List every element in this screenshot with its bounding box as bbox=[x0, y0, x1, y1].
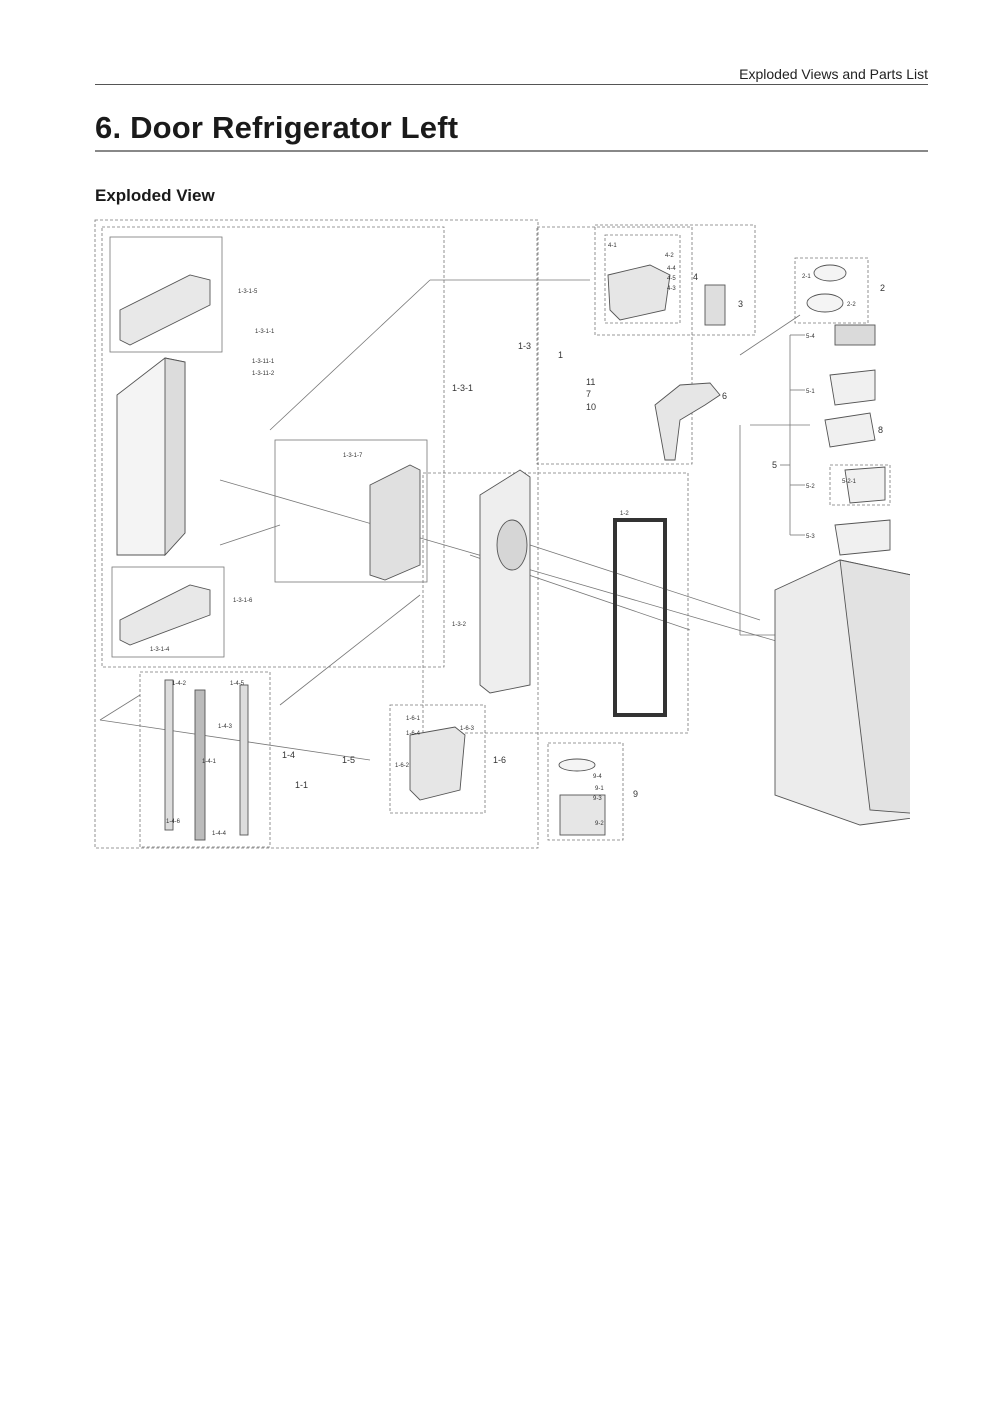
refrigerator-back bbox=[839, 559, 910, 814]
filter-9 bbox=[559, 794, 606, 836]
detail-4-inner-box bbox=[604, 234, 681, 324]
funnel-1-6 bbox=[409, 726, 466, 801]
strip-1-4-b bbox=[194, 689, 206, 841]
callout-1-6-3: 1-6-3 bbox=[460, 726, 475, 732]
detail-1-3-1-6-box bbox=[111, 566, 225, 658]
callout-5-1: 5-1 bbox=[806, 389, 815, 395]
running-header: Exploded Views and Parts List bbox=[739, 66, 928, 82]
callout-1-1: 1-1 bbox=[295, 780, 308, 790]
callout-1-3-11-1: 1-3-11-1 bbox=[252, 359, 275, 365]
callout-1-3-1-6: 1-3-1-6 bbox=[233, 598, 253, 604]
callout-8: 8 bbox=[878, 425, 883, 435]
cap-2-2 bbox=[806, 293, 844, 313]
callout-5-2-1: 5-2-1 bbox=[842, 479, 857, 485]
dispenser-module bbox=[369, 464, 421, 581]
callout-7: 7 bbox=[586, 389, 591, 399]
section-title: Exploded View bbox=[95, 186, 215, 205]
door-liner bbox=[479, 469, 531, 694]
title-rule bbox=[95, 150, 928, 152]
assembly-1-1-box bbox=[422, 472, 689, 734]
header-rule bbox=[95, 84, 928, 85]
assembly-1-box bbox=[94, 219, 539, 849]
callout-1-3: 1-3 bbox=[518, 341, 531, 351]
callout-1-4-6: 1-4-6 bbox=[166, 819, 181, 825]
cap-2-1 bbox=[813, 264, 847, 282]
callout-4-2: 4-2 bbox=[665, 253, 674, 259]
bin-5-2 bbox=[844, 466, 886, 504]
callout-9-1: 9-1 bbox=[595, 786, 604, 792]
detail-1-3-1-7-box bbox=[274, 439, 428, 583]
assembly-9-box bbox=[547, 742, 624, 841]
cover-4 bbox=[607, 264, 671, 321]
callout-1-4-3: 1-4-3 bbox=[218, 724, 233, 730]
callout-1-6-1: 1-6-1 bbox=[406, 716, 421, 722]
door-gasket bbox=[613, 518, 667, 717]
bin-8 bbox=[824, 412, 876, 448]
strip-1-4-a bbox=[164, 679, 174, 831]
callout-1-3-1-5: 1-3-1-5 bbox=[238, 289, 258, 295]
callout-3: 3 bbox=[738, 299, 743, 309]
callout-5-2: 5-2 bbox=[806, 484, 815, 490]
callout-5: 5 bbox=[772, 460, 777, 470]
bin-5-3 bbox=[834, 519, 891, 556]
callout-1-6-4: 1-6-4 bbox=[406, 731, 421, 737]
callout-6: 6 bbox=[722, 391, 727, 401]
callout-2: 2 bbox=[880, 283, 885, 293]
callout-1-3-1-4: 1-3-1-4 bbox=[150, 647, 170, 653]
callout-4-5: 4-5 bbox=[667, 276, 676, 282]
callout-1-3-1: 1-3-1 bbox=[452, 383, 473, 393]
callout-4-3: 4-3 bbox=[667, 286, 676, 292]
door-panel-edge bbox=[164, 357, 186, 557]
callout-1-4-5: 1-4-5 bbox=[230, 681, 245, 687]
callout-2-2: 2-2 bbox=[847, 302, 856, 308]
callout-1-6-2: 1-6-2 bbox=[395, 763, 410, 769]
assembly-1-top-box bbox=[536, 226, 693, 465]
callout-4-4: 4-4 bbox=[667, 266, 676, 272]
callout-9-4: 9-4 bbox=[593, 774, 602, 780]
callout-1-3-1-1: 1-3-1-1 bbox=[255, 329, 275, 335]
assembly-1-6-box bbox=[389, 704, 486, 814]
bin-5-1 bbox=[829, 369, 876, 406]
assembly-1-3-box bbox=[101, 226, 445, 668]
callout-1-3-2: 1-3-2 bbox=[452, 622, 467, 628]
duct-part-top bbox=[119, 274, 211, 346]
callout-11: 11 bbox=[586, 377, 595, 387]
bin-5-4 bbox=[834, 324, 876, 346]
detail-1-3-1-5-box bbox=[109, 236, 223, 353]
callout-1-6: 1-6 bbox=[493, 755, 506, 765]
assembly-1-4-box bbox=[139, 671, 271, 848]
dispenser-recess bbox=[496, 519, 528, 571]
callout-4: 4 bbox=[693, 272, 698, 282]
callout-4-1: 4-1 bbox=[608, 243, 617, 249]
assembly-4-box bbox=[594, 224, 756, 336]
callout-1-4-2: 1-4-2 bbox=[172, 681, 187, 687]
exploded-view-diagram: 1-3 1 1-3-1 1-3-1-5 1-3-1-7 1-3-1-6 1-3-… bbox=[94, 219, 910, 849]
callout-1-4-4: 1-4-4 bbox=[212, 831, 227, 837]
assembly-2-box bbox=[794, 257, 869, 324]
callout-1-3-1-7: 1-3-1-7 bbox=[343, 453, 363, 459]
callout-9-2: 9-2 bbox=[595, 821, 604, 827]
callout-1-4-1: 1-4-1 bbox=[202, 759, 217, 765]
callout-1-5: 1-5 bbox=[342, 755, 355, 765]
bracket-6 bbox=[654, 382, 721, 461]
callout-9: 9 bbox=[633, 789, 638, 799]
duct-part-bottom bbox=[119, 584, 211, 646]
callout-5-3: 5-3 bbox=[806, 534, 815, 540]
callout-10: 10 bbox=[586, 402, 596, 412]
switch-3 bbox=[704, 284, 726, 326]
callout-2-1: 2-1 bbox=[802, 274, 811, 280]
callout-1-2: 1-2 bbox=[620, 511, 629, 517]
filter-cap-9-4 bbox=[558, 758, 596, 772]
callout-5-4: 5-4 bbox=[806, 334, 815, 340]
assembly-5-2-box bbox=[829, 464, 891, 506]
strip-1-4-c bbox=[239, 684, 249, 836]
callout-1: 1 bbox=[558, 350, 563, 360]
callout-1-4: 1-4 bbox=[282, 750, 295, 760]
callout-1-3-11-2: 1-3-11-2 bbox=[252, 371, 275, 377]
callout-9-3: 9-3 bbox=[593, 796, 602, 802]
chapter-title: 6. Door Refrigerator Left bbox=[95, 110, 459, 145]
